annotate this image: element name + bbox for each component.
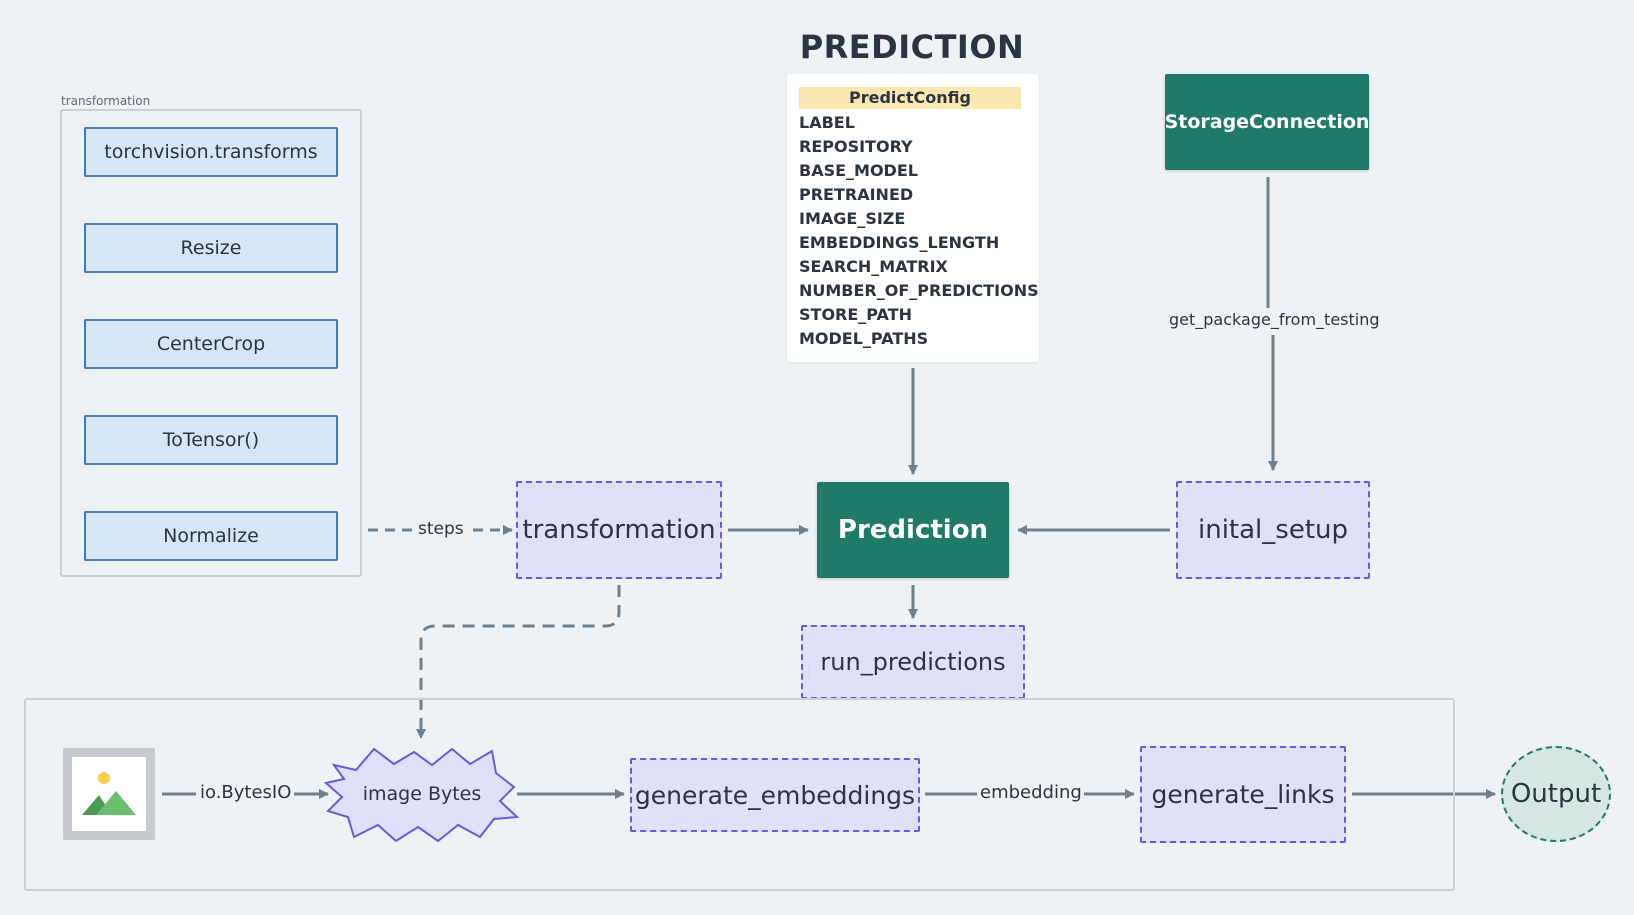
image-bytes-label: image Bytes [362, 783, 482, 805]
image-bytes-node[interactable]: image Bytes [324, 745, 520, 843]
image-icon [72, 757, 146, 831]
config-field-number-of-predictions: NUMBER_OF_PREDICTIONS [799, 281, 1039, 300]
predict-config-fields: LABEL REPOSITORY BASE_MODEL PRETRAINED I… [799, 111, 1039, 351]
pipeline-container [24, 698, 1455, 891]
config-field-embeddings-length: EMBEDDINGS_LENGTH [799, 233, 1000, 252]
config-field-base-model: BASE_MODEL [799, 161, 918, 180]
step-centercrop[interactable]: CenterCrop [84, 319, 338, 369]
run-predictions-node[interactable]: run_predictions [801, 625, 1025, 699]
step-totensor[interactable]: ToTensor() [84, 415, 338, 465]
step-torchvision-transforms[interactable]: torchvision.transforms [84, 127, 338, 177]
step-resize[interactable]: Resize [84, 223, 338, 273]
config-field-label: LABEL [799, 113, 855, 132]
generate-links-node[interactable]: generate_links [1140, 746, 1346, 843]
image-bytes-burst-shape [324, 747, 520, 843]
page-title: PREDICTION [799, 28, 1025, 66]
step-normalize[interactable]: Normalize [84, 511, 338, 561]
edge-label-steps: steps [416, 519, 466, 539]
config-field-pretrained: PRETRAINED [799, 185, 914, 204]
edge-label-embedding: embedding [978, 782, 1084, 803]
generate-embeddings-node[interactable]: generate_embeddings [630, 758, 920, 832]
config-field-store-path: STORE_PATH [799, 305, 912, 324]
output-node[interactable]: Output [1501, 746, 1611, 842]
input-image[interactable] [63, 748, 155, 840]
image-icon-graphic [82, 772, 136, 815]
edge-label-io-bytes: io.BytesIO [198, 782, 294, 803]
prediction-node[interactable]: Prediction [817, 482, 1009, 578]
config-field-image-size: IMAGE_SIZE [799, 209, 906, 228]
config-field-repository: REPOSITORY [799, 137, 913, 156]
predict-config-card[interactable]: PredictConfig LABEL REPOSITORY BASE_MODE… [787, 74, 1039, 362]
transformation-group-label: transformation [61, 94, 151, 108]
inital-setup-node[interactable]: inital_setup [1176, 481, 1370, 579]
storage-connection-node[interactable]: StorageConnection [1165, 74, 1369, 170]
config-field-search-matrix: SEARCH_MATRIX [799, 257, 948, 276]
transformation-node[interactable]: transformation [516, 481, 722, 579]
config-field-model-paths: MODEL_PATHS [799, 329, 929, 348]
edge-label-get-package: get_package_from_testing [1167, 310, 1382, 329]
predict-config-header: PredictConfig [799, 87, 1021, 109]
